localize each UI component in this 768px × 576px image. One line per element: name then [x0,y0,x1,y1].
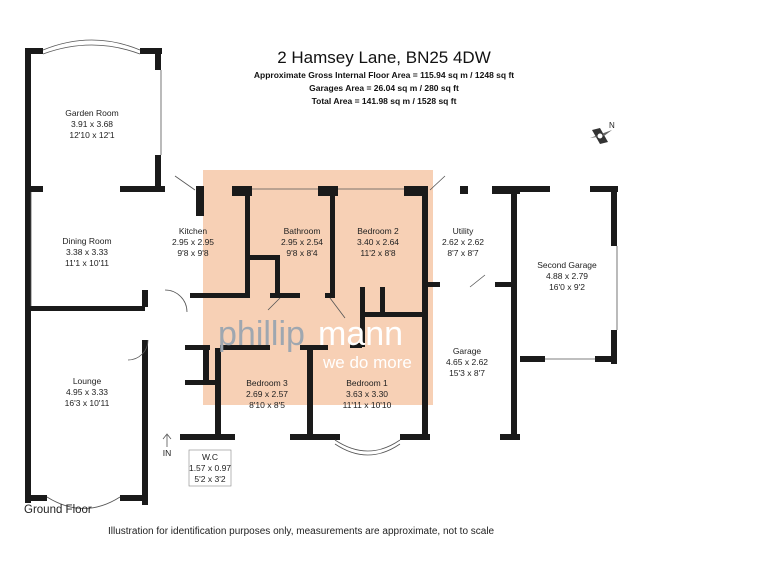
watermark-part1: phillip [218,315,305,353]
svg-text:Second Garage: Second Garage [537,260,597,270]
svg-text:9'8 x 8'4: 9'8 x 8'4 [286,248,317,258]
svg-text:15'3 x 8'7: 15'3 x 8'7 [449,368,485,378]
watermark-tagline: we do more [322,353,412,372]
svg-text:2.69 x 2.57: 2.69 x 2.57 [246,389,288,399]
room-garage: Garage 4.65 x 2.62 15'3 x 8'7 [446,346,488,378]
room-second-garage: Second Garage 4.88 x 2.79 16'0 x 9'2 [537,260,597,292]
svg-text:3.40 x 2.64: 3.40 x 2.64 [357,237,399,247]
svg-text:Dining Room: Dining Room [62,236,111,246]
svg-text:4.88 x 2.79: 4.88 x 2.79 [546,271,588,281]
compass-icon [590,128,612,144]
svg-text:3.91 x 3.68: 3.91 x 3.68 [71,119,113,129]
svg-text:16'3 x 10'11: 16'3 x 10'11 [65,398,110,408]
svg-text:W.C: W.C [202,452,218,462]
entrance-arrow-icon [162,433,172,447]
svg-text:2.95 x 2.54: 2.95 x 2.54 [281,237,323,247]
svg-text:Bathroom: Bathroom [284,226,321,236]
room-lounge: Lounge 4.95 x 3.33 16'3 x 10'11 [65,376,110,408]
floor-label: Ground Floor [24,504,92,516]
svg-text:12'10 x 12'1: 12'10 x 12'1 [69,130,115,140]
room-bathroom: Bathroom 2.95 x 2.54 9'8 x 8'4 [281,226,323,258]
walls [25,39,618,509]
svg-text:2.62 x 2.62: 2.62 x 2.62 [442,237,484,247]
room-wc: W.C 1.57 x 0.97 5'2 x 3'2 [188,449,231,487]
entrance-label: IN [163,448,172,458]
room-bedroom-1: Bedroom 1 3.63 x 3.30 11'11 x 10'10 [343,378,392,410]
page-title: 2 Hamsey Lane, BN25 4DW [277,48,491,67]
total-area: Total Area = 141.98 sq m / 1528 sq ft [312,96,457,106]
disclaimer: Illustration for identification purposes… [108,526,495,537]
compass-north-label: N [609,121,615,130]
svg-text:Kitchen: Kitchen [179,226,208,236]
svg-text:3.63 x 3.30: 3.63 x 3.30 [346,389,388,399]
room-garden-room: Garden Room 3.91 x 3.68 12'10 x 12'1 [65,108,118,140]
room-kitchen: Kitchen 2.95 x 2.95 9'8 x 9'8 [172,226,214,258]
svg-text:4.95 x 3.33: 4.95 x 3.33 [66,387,108,397]
room-bedroom-3: Bedroom 3 2.69 x 2.57 8'10 x 8'5 [246,378,288,410]
garages-area: Garages Area = 26.04 sq m / 280 sq ft [309,83,459,93]
svg-text:8'7 x 8'7: 8'7 x 8'7 [447,248,478,258]
svg-text:Garage: Garage [453,346,482,356]
gross-area: Approximate Gross Internal Floor Area = … [254,70,514,80]
svg-text:Bedroom 3: Bedroom 3 [246,378,288,388]
svg-text:Bedroom 1: Bedroom 1 [346,378,388,388]
svg-text:8'10 x 8'5: 8'10 x 8'5 [249,400,285,410]
svg-text:11'1 x 10'11: 11'1 x 10'11 [65,258,109,268]
room-bedroom-2: Bedroom 2 3.40 x 2.64 11'2 x 8'8 [357,226,399,258]
room-dining-room: Dining Room 3.38 x 3.33 11'1 x 10'11 [62,236,111,268]
svg-text:9'8 x 9'8: 9'8 x 9'8 [177,248,208,258]
svg-text:16'0 x 9'2: 16'0 x 9'2 [549,282,585,292]
svg-text:5'2 x 3'2: 5'2 x 3'2 [194,474,225,484]
svg-text:2.95 x 2.95: 2.95 x 2.95 [172,237,214,247]
room-utility: Utility 2.62 x 2.62 8'7 x 8'7 [442,226,484,258]
svg-text:11'11 x 10'10: 11'11 x 10'10 [343,400,392,410]
svg-text:Utility: Utility [453,226,475,236]
watermark-block [203,170,433,405]
watermark-part2: mann [318,315,403,353]
svg-text:1.57 x 0.97: 1.57 x 0.97 [189,463,231,473]
svg-text:Lounge: Lounge [73,376,102,386]
svg-text:3.38 x 3.33: 3.38 x 3.33 [66,247,108,257]
svg-text:Bedroom 2: Bedroom 2 [357,226,399,236]
svg-text:11'2 x 8'8: 11'2 x 8'8 [360,248,395,258]
svg-text:4.65 x 2.62: 4.65 x 2.62 [446,357,488,367]
svg-text:Garden Room: Garden Room [65,108,118,118]
